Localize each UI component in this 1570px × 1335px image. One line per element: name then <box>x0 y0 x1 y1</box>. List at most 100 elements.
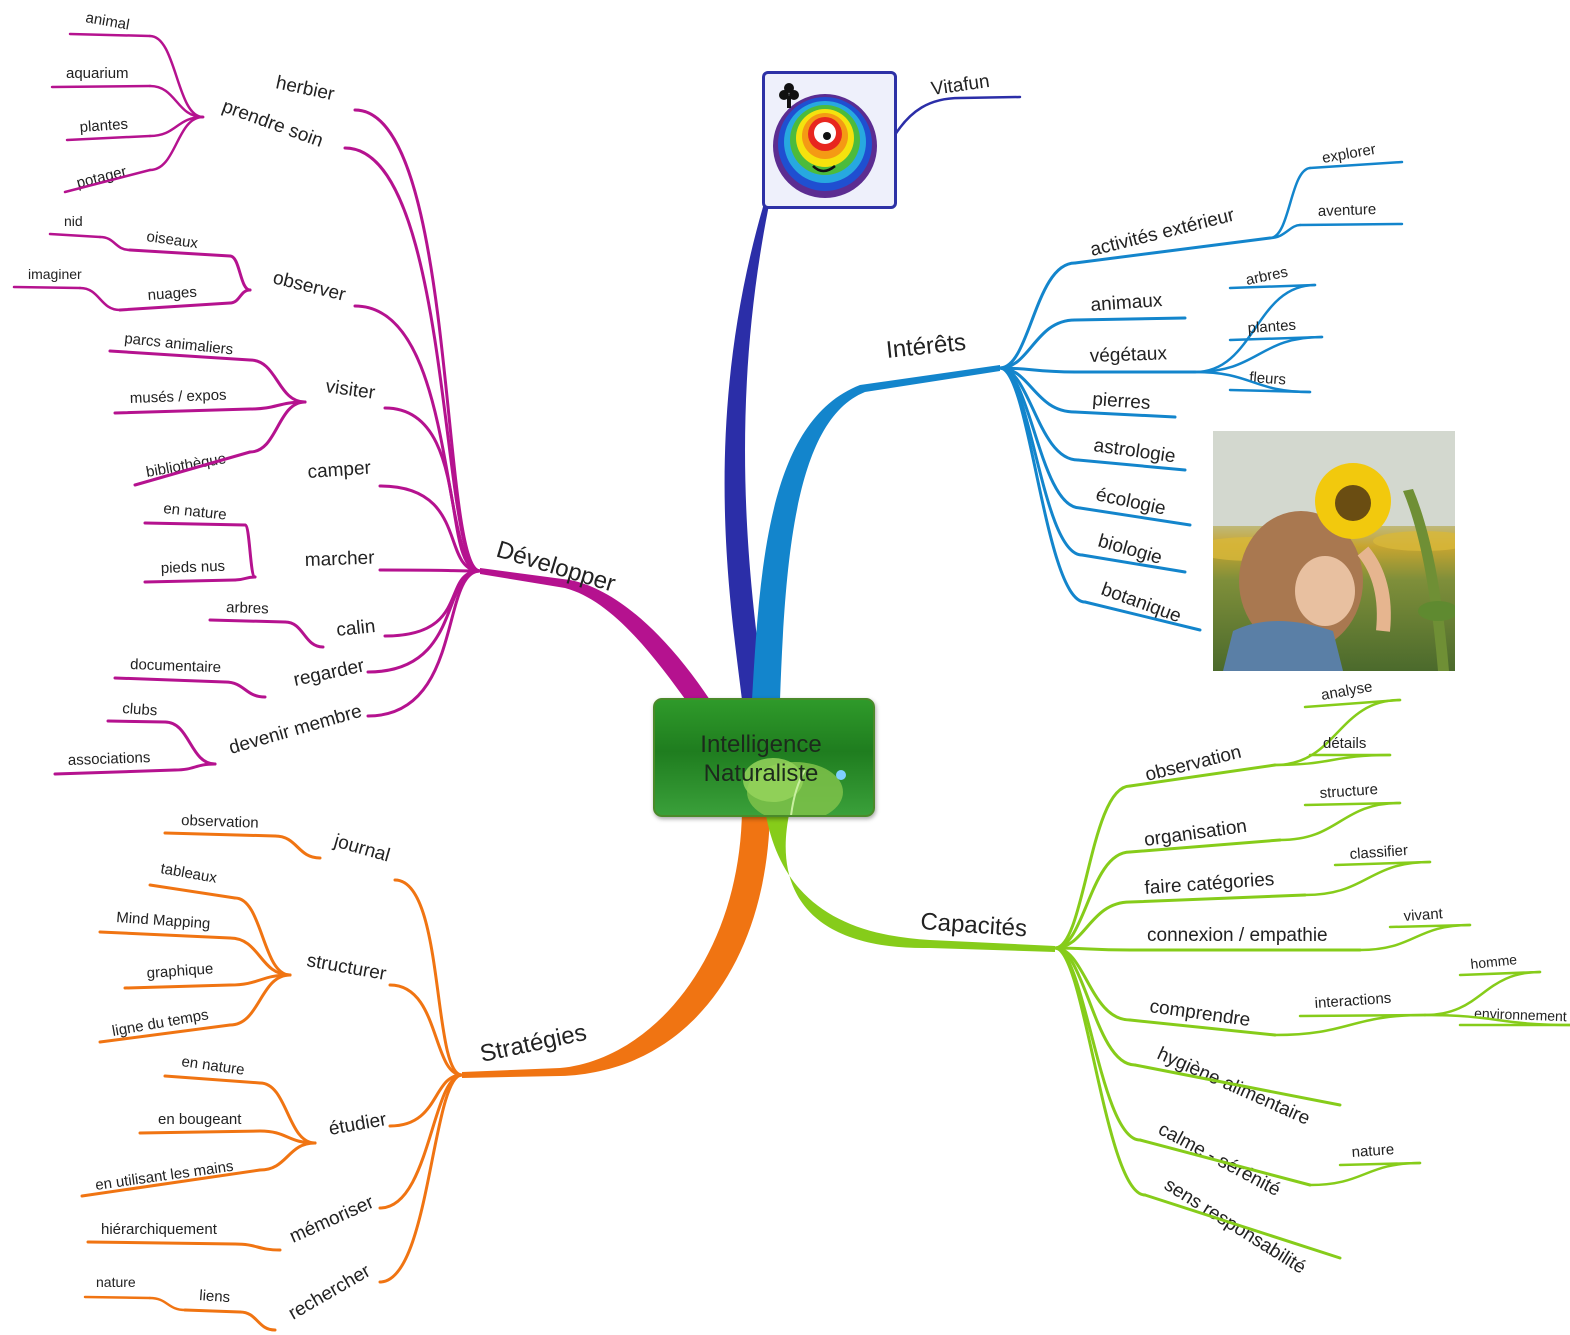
capacites-label[interactable]: Capacités <box>920 908 1028 942</box>
developper-node-4[interactable]: camper <box>307 458 372 483</box>
connexion-child-0[interactable]: vivant <box>1403 905 1444 925</box>
capacites-node-5[interactable]: hygiène alimentaire <box>1154 1043 1313 1129</box>
developper-node-5[interactable]: marcher <box>304 548 375 571</box>
structurer-child-1-line <box>98 930 232 940</box>
prendre-soin-child-1[interactable]: aquarium <box>66 65 129 82</box>
memoriser-child-0[interactable]: hiérarchiquement <box>101 1221 218 1238</box>
interets-node-1[interactable]: animaux <box>1090 290 1164 316</box>
prendre-soin-child-1-line <box>50 84 152 89</box>
liens-child-0-line <box>83 1295 152 1300</box>
vegetaux-child-2-link <box>1193 370 1312 394</box>
faire-categories-child-0[interactable]: classifier <box>1349 842 1408 863</box>
developper-node-8[interactable]: devenir membre <box>227 701 365 759</box>
developper-node-1[interactable]: prendre soin <box>219 96 325 152</box>
journal-child-0[interactable]: observation <box>181 812 259 832</box>
capacites-node-7-link <box>1053 946 1147 1197</box>
developper-node-7[interactable]: regarder <box>292 655 367 691</box>
marcher-child-0[interactable]: en nature <box>163 500 228 524</box>
nuages-child-line <box>12 285 82 290</box>
observer-child-1-link <box>228 288 252 305</box>
strategies-node-0[interactable]: journal <box>331 830 393 866</box>
prendre-soin-child-2[interactable]: plantes <box>79 116 128 136</box>
observer-child-1[interactable]: nuages <box>147 284 197 304</box>
marcher-child-1[interactable]: pieds nus <box>161 558 226 577</box>
etudier-child-1[interactable]: en bougeant <box>158 1111 242 1128</box>
visiter-child-2-line <box>133 450 252 487</box>
nuages-child[interactable]: imaginer <box>28 266 82 282</box>
vitafun-link <box>891 95 1022 140</box>
observer-child-0[interactable]: oiseaux <box>145 228 199 252</box>
developper-node-0[interactable]: herbier <box>274 72 337 105</box>
devenir-membre-child-1[interactable]: associations <box>68 749 151 769</box>
interets-node-7-line <box>1083 600 1202 632</box>
interets-node-6-line <box>1080 553 1187 574</box>
central-title-line1: Intelligence <box>700 731 822 758</box>
capacites-node-0[interactable]: observation <box>1143 742 1243 786</box>
prendre-soin-child-0[interactable]: animal <box>84 9 130 33</box>
central-topic[interactable]: Intelligence Naturaliste <box>653 698 875 817</box>
capacites-node-2[interactable]: faire catégories <box>1144 869 1275 899</box>
interets-label[interactable]: Intérêts <box>885 329 967 364</box>
developper-label[interactable]: Développer <box>493 536 618 598</box>
structurer-child-3-link <box>228 973 292 1027</box>
rechercher-child-0[interactable]: liens <box>199 1287 231 1306</box>
oiseaux-child[interactable]: nid <box>64 213 83 229</box>
observation-child-0[interactable]: analyse <box>1320 678 1374 704</box>
capacites-node-3[interactable]: connexion / empathie <box>1147 925 1328 946</box>
prendre-soin-child-0-link <box>148 34 205 119</box>
strategies-node-3[interactable]: mémoriser <box>286 1192 377 1248</box>
etudier-child-0[interactable]: en nature <box>180 1053 245 1079</box>
developper-node-3[interactable]: visiter <box>324 376 377 404</box>
calin-child-0[interactable]: arbres <box>226 599 269 617</box>
capacites-node-7[interactable]: sens responsabilité <box>1160 1174 1309 1278</box>
faire-categories-child-0-link <box>1303 860 1432 897</box>
calme-child-0[interactable]: nature <box>1351 1141 1395 1161</box>
developper-main-branch <box>480 568 710 706</box>
visiter-child-2[interactable]: bibliothèque <box>145 450 228 481</box>
liens-child-0-link <box>148 1296 187 1312</box>
comprendre-child-0[interactable]: interactions <box>1314 990 1392 1012</box>
visiter-child-0-link <box>248 358 307 404</box>
interactions-child-0[interactable]: homme <box>1470 951 1518 972</box>
capacites-node-7-line <box>1143 1193 1342 1260</box>
capacites-node-1-link <box>1053 850 1132 950</box>
structurer-child-1[interactable]: Mind Mapping <box>116 909 211 933</box>
calin-child-0-link <box>283 620 325 649</box>
strategies-node-4-link <box>378 1073 464 1284</box>
etudier-child-2-link <box>258 1141 317 1172</box>
vegetaux-child-1[interactable]: plantes <box>1247 317 1296 337</box>
interets-node-2[interactable]: végétaux <box>1089 343 1167 367</box>
strategies-label[interactable]: Stratégies <box>478 1019 589 1068</box>
devenir-membre-child-0[interactable]: clubs <box>122 700 158 719</box>
strategies-node-2[interactable]: étudier <box>327 1109 389 1140</box>
interactions-child-1[interactable]: environnement <box>1474 1005 1567 1024</box>
regarder-child-0-line <box>113 676 227 684</box>
capacites-node-0-link <box>1053 784 1132 950</box>
developper-node-5-link <box>378 568 482 573</box>
structurer-child-0[interactable]: tableaux <box>159 860 218 887</box>
regarder-child-0[interactable]: documentaire <box>130 656 221 676</box>
developper-node-2[interactable]: observer <box>271 267 348 305</box>
visiter-child-1[interactable]: musés / expos <box>130 387 227 407</box>
interactions-child-1-link <box>1423 1013 1570 1027</box>
vitafun-main-branch <box>724 200 770 700</box>
calme-child-0-link <box>1308 1161 1422 1187</box>
central-title-line2: Naturaliste <box>703 760 819 787</box>
strategies-node-4[interactable]: rechercher <box>285 1260 375 1324</box>
observation-child-1[interactable]: détails <box>1323 735 1366 752</box>
developper-node-6[interactable]: calin <box>335 616 376 641</box>
activites-child-1[interactable]: aventure <box>1318 201 1377 220</box>
interets-node-5[interactable]: écologie <box>1094 484 1168 519</box>
organisation-child-0[interactable]: structure <box>1319 781 1378 802</box>
structurer-child-2[interactable]: graphique <box>146 960 214 982</box>
interets-node-7[interactable]: botanique <box>1098 579 1184 627</box>
interets-node-7-link <box>998 366 1087 604</box>
vegetaux-child-0-link <box>1193 283 1317 374</box>
interets-node-3[interactable]: pierres <box>1092 389 1151 414</box>
vitafun-label[interactable]: Vitafun <box>930 71 991 100</box>
central-title: Intelligence Naturaliste <box>655 730 867 788</box>
strategies-node-1[interactable]: structurer <box>305 950 388 985</box>
regarder-child-0-link <box>223 680 267 699</box>
etudier-child-0-line <box>163 1074 262 1085</box>
liens-child-0[interactable]: nature <box>96 1274 136 1290</box>
